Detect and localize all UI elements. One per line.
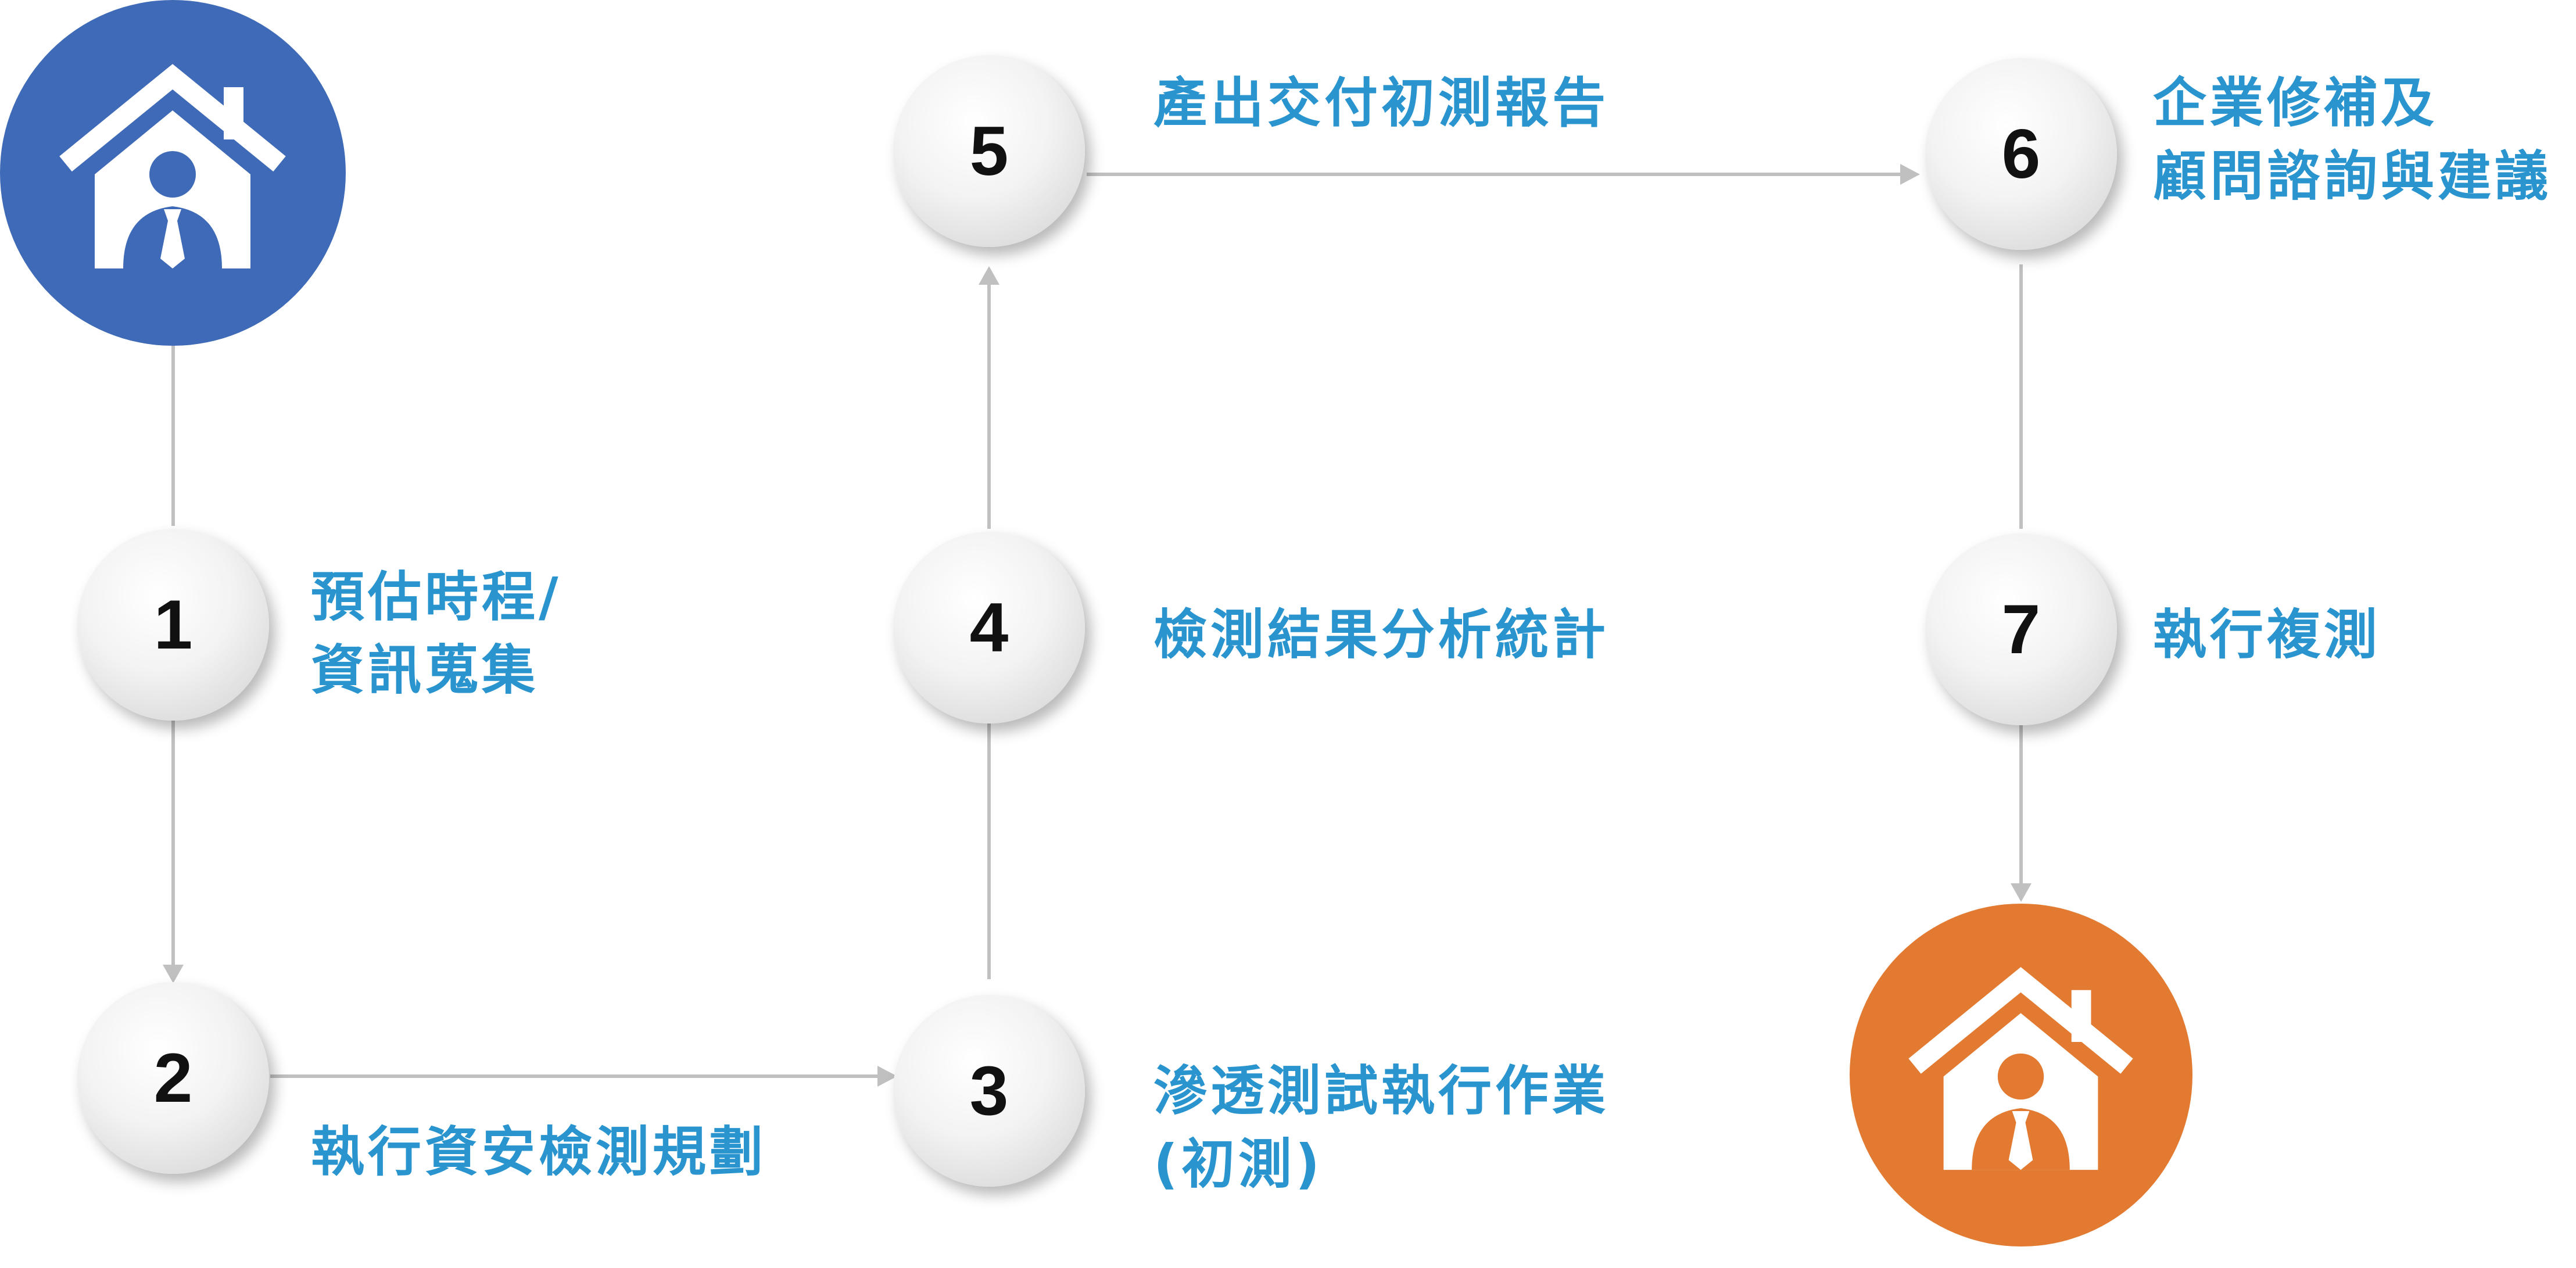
step-5-number: 5 [969, 112, 1009, 190]
step-4-number: 4 [969, 589, 1009, 667]
step-1-number: 1 [153, 586, 193, 664]
step-6-number: 6 [2001, 115, 2041, 193]
step-7-node: 7 [1925, 533, 2117, 725]
arrowhead-to-3 [877, 1066, 897, 1087]
step-3-label-line-1: 滲透測試執行作業 [1153, 1060, 1610, 1122]
step-3-node: 3 [893, 995, 1085, 1187]
arrowhead-to-6 [1900, 164, 1920, 185]
step-7-label: 執行複測 [2153, 599, 2381, 672]
step-1-label-line-1: 預估時程/ [311, 566, 562, 628]
step-2-label-line-1: 執行資安檢測規劃 [311, 1121, 767, 1183]
step-7-number: 7 [2001, 590, 2041, 668]
house-with-person-icon [59, 64, 286, 268]
step-2-number: 2 [153, 1039, 193, 1117]
step-6-label-line-2: 顧問諮詢與建議 [2153, 145, 2552, 207]
step-6-label-line-1: 企業修補及 [2153, 72, 2438, 134]
step-4-label: 檢測結果分析統計 [1153, 599, 1609, 672]
step-3-number: 3 [969, 1052, 1009, 1130]
step-5-label: 產出交付初測報告 [1153, 67, 1609, 140]
step-3-label-line-2: (初測) [1153, 1133, 1324, 1195]
house-with-person-icon [1908, 967, 2133, 1170]
step-3-label: 滲透測試執行作業 (初測) [1153, 1055, 1609, 1201]
step-1-node: 1 [77, 529, 269, 721]
arrowhead-to-end [2011, 883, 2032, 902]
end-house-circle [1850, 904, 2192, 1246]
arrowhead-to-2 [163, 965, 184, 983]
start-house-circle [0, 0, 346, 346]
step-1-label: 預估時程/ 資訊蒐集 [311, 561, 562, 707]
step-6-node: 6 [1925, 58, 2117, 250]
step-2-node: 2 [77, 982, 269, 1174]
step-7-label-line-1: 執行複測 [2153, 604, 2381, 666]
step-1-label-line-2: 資訊蒐集 [311, 639, 539, 701]
step-5-label-line-1: 產出交付初測報告 [1153, 72, 1610, 134]
step-6-label: 企業修補及 顧問諮詢與建議 [2153, 67, 2552, 213]
step-4-label-line-1: 檢測結果分析統計 [1153, 604, 1610, 666]
step-4-node: 4 [893, 532, 1085, 723]
step-5-node: 5 [893, 55, 1085, 247]
arrowhead-to-5 [979, 266, 999, 285]
step-2-label: 執行資安檢測規劃 [311, 1116, 766, 1189]
